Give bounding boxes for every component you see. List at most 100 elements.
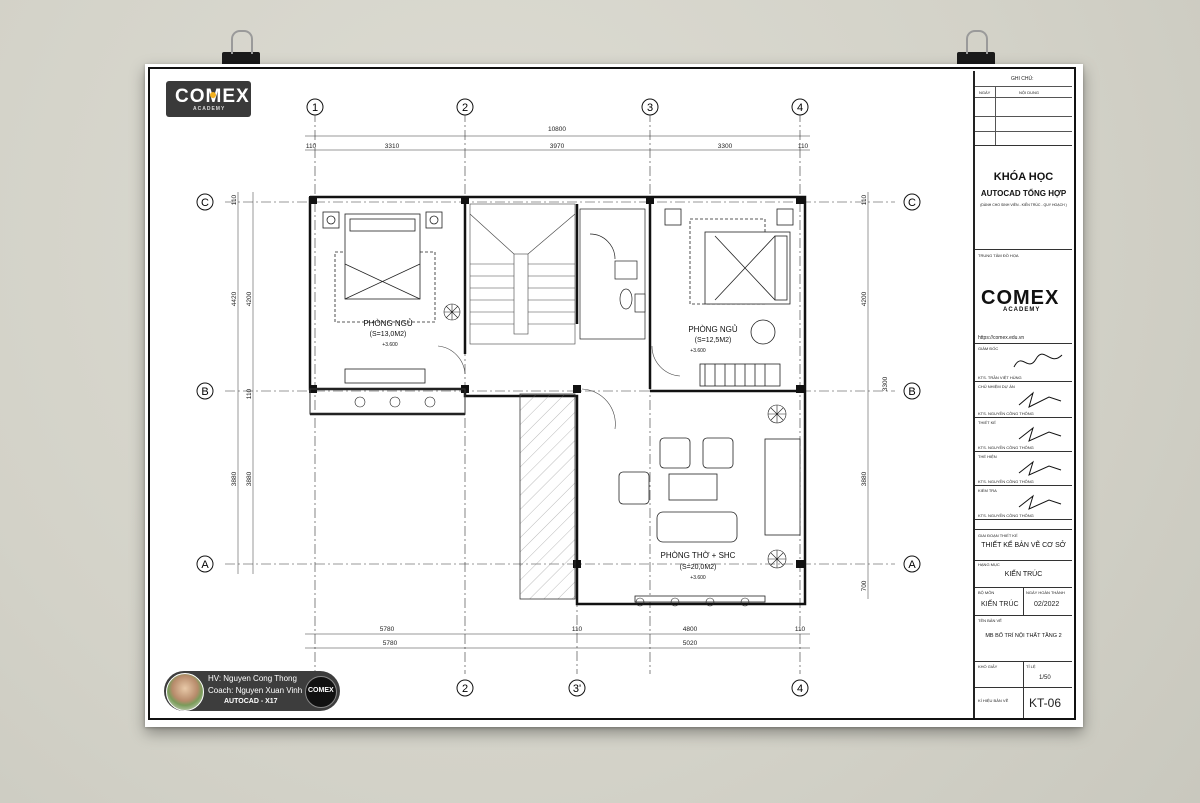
svg-text:5020: 5020 [683, 640, 698, 647]
grid-label-b-right: B [908, 386, 915, 398]
svg-text:110: 110 [306, 143, 317, 150]
room-2-area: (S=12,5M2) [695, 337, 732, 344]
avatar [166, 673, 204, 711]
grid-label-bottom-3p: 3' [573, 683, 581, 695]
category-value: KIẾN TRÚC [1004, 571, 1043, 578]
dept-value: KIẾN TRÚC [981, 601, 1019, 608]
room-3-level: +3.600 [690, 575, 706, 581]
tb-course: KHÓA HỌC AUTOCAD TỔNG HỢP (DÀNH CHO SINH… [975, 145, 1072, 250]
drawing-name-value: MB BỐ TRÍ NỘI THẤT TẦNG 2 [985, 633, 1062, 639]
grid-label-b-left: B [201, 386, 208, 398]
dim-top-total: 10800 [548, 126, 566, 133]
phase-value: THIẾT KẾ BẢN VẼ CƠ SỞ [981, 542, 1066, 549]
project-lead-signature [1018, 391, 1062, 408]
svg-text:4800: 4800 [683, 626, 698, 633]
svg-text:700: 700 [861, 580, 868, 591]
dept-label: BỘ MÔN [978, 590, 995, 595]
svg-text:3970: 3970 [550, 143, 565, 150]
svg-text:3310: 3310 [385, 143, 400, 150]
project-lead-label: CHỦ NHIỆM DỰ ÁN [978, 384, 1015, 389]
hatched-area [519, 393, 576, 600]
room-2-level: +3.600 [690, 348, 706, 354]
grid-label-2: 2 [462, 102, 468, 114]
notes-col-content: NỘI DUNG [1019, 90, 1039, 95]
date-value: 02/2022 [1034, 601, 1060, 608]
binder-clip-right [957, 30, 995, 66]
director-name: KTS. TRẦN VIỆT HÙNG [978, 375, 1022, 380]
badge-logo: COMEX [305, 676, 337, 708]
logo-subtext: ACADEMY [193, 106, 226, 112]
sheet-no-value: KT-06 [1029, 696, 1062, 710]
director-signature [1013, 353, 1063, 368]
grid-label-a-left: A [201, 559, 209, 571]
svg-text:5780: 5780 [383, 640, 398, 647]
designer-label: THIẾT KẾ [978, 420, 996, 425]
tb-notes: GHI CHÚ: NGÀY NỘI DUNG [975, 71, 1072, 146]
tb-dept-date: BỘ MÔN KIẾN TRÚC NGÀY HOÀN THÀNH 02/2022 [975, 587, 1072, 616]
svg-text:4200: 4200 [246, 291, 253, 306]
svg-text:3880: 3880 [231, 471, 238, 486]
badge-line-1: HV: Nguyen Cong Thong [208, 674, 297, 683]
tb-center-logo: TRUNG TÂM ĐỒ HỌA COMEX ACADEMY https://c… [975, 249, 1072, 344]
sheet-no-label: KÍ HIỆU BẢN VẼ [978, 698, 1009, 703]
drawing-sheet: 1 2 3 4 2 3' 4 C B A C B A [145, 64, 1083, 727]
living-furniture [618, 437, 801, 603]
director-label: GIÁM ĐỐC [978, 346, 999, 351]
grid-label-c-left: C [201, 197, 209, 209]
grid-axis-top: 1 2 3 4 [306, 98, 809, 116]
title-block: GHI CHÚ: NGÀY NỘI DUNG KHÓA HỌC AUTOCAD … [973, 71, 1072, 718]
drafter-label: THỂ HIỆN [978, 454, 997, 459]
notes-col-date: NGÀY [979, 90, 991, 95]
checker-label: KIỂM TRA [978, 488, 997, 493]
dimension-lines [237, 135, 869, 649]
svg-text:3300: 3300 [718, 143, 733, 150]
grid-label-c-right: C [908, 197, 916, 209]
room-1-name: PHÒNG NGỦ [363, 319, 413, 328]
drafter-name: KTS. NGUYỄN CÔNG THÔNG [978, 479, 1034, 484]
course-subtitle: AUTOCAD TỔNG HỢP [980, 189, 1067, 198]
grid-label-bottom-4: 4 [797, 683, 803, 695]
badge-line-3: AUTOCAD - X17 [224, 698, 278, 705]
tb-logo-text: COMEX [981, 287, 1060, 309]
grid-label-a-right: A [908, 559, 916, 571]
tb-drafter: THỂ HIỆN KTS. NGUYỄN CÔNG THÔNG [975, 451, 1072, 486]
bathroom-fixtures [579, 208, 646, 340]
logo-accent-dot [210, 92, 216, 98]
balcony-left [309, 388, 466, 415]
tb-category: HẠNG MỤC KIẾN TRÚC [975, 559, 1072, 588]
tb-project-lead: CHỦ NHIỆM DỰ ÁN KTS. NGUYỄN CÔNG THÔNG [975, 381, 1072, 418]
tb-drawing-name: TÊN BẢN VẼ MB BỐ TRÍ NỘI THẤT TẦNG 2 [975, 615, 1072, 662]
drafter-signature [1018, 460, 1062, 476]
door-swings [437, 345, 681, 430]
tb-paper-scale: KHỔ GIẤY TỈ LỆ 1/50 [975, 661, 1072, 688]
grid-label-bottom-2: 2 [462, 683, 468, 695]
svg-text:110: 110 [795, 626, 806, 633]
phase-label: GIAI ĐOẠN THIẾT KẾ [978, 533, 1018, 538]
sheet-border [148, 67, 1076, 720]
svg-text:110: 110 [861, 194, 868, 205]
badge-line-2: Coach: Nguyen Xuan Vinh [208, 686, 303, 695]
tb-designer: THIẾT KẾ KTS. NGUYỄN CÔNG THÔNG [975, 417, 1072, 452]
room-1-area: (S=13,0M2) [370, 331, 407, 338]
svg-text:110: 110 [231, 194, 238, 205]
svg-text:5780: 5780 [380, 626, 395, 633]
grid-label-4: 4 [797, 102, 803, 114]
staircase [469, 203, 576, 345]
svg-text:110: 110 [798, 143, 809, 150]
notes-heading: GHI CHÚ: [1011, 76, 1034, 82]
room-3-area: (S=20,0M2) [680, 564, 717, 571]
svg-text:3300: 3300 [882, 376, 889, 391]
room-2-name: PHÒNG NGỦ [688, 325, 738, 334]
plant-symbols [354, 303, 787, 607]
center-label: TRUNG TÂM ĐỒ HỌA [978, 253, 1019, 258]
checker-name: KTS. NGUYỄN CÔNG THÔNG [978, 513, 1034, 518]
project-lead-name: KTS. NGUYỄN CÔNG THÔNG [978, 411, 1034, 416]
bed-room-1 [322, 211, 443, 384]
course-tagline: (DÀNH CHO SINH VIÊN - KIẾN TRÚC - QUY HO… [980, 203, 1067, 207]
drawing-name-label: TÊN BẢN VẼ [978, 618, 1002, 623]
checker-signature [1018, 494, 1062, 510]
tb-director: GIÁM ĐỐC KTS. TRẦN VIỆT HÙNG [975, 343, 1072, 382]
tb-sheet-number: KÍ HIỆU BẢN VẼ KT-06 [975, 687, 1072, 718]
grid-label-1: 1 [312, 102, 318, 114]
badge-logo-text: COMEX [308, 687, 334, 694]
